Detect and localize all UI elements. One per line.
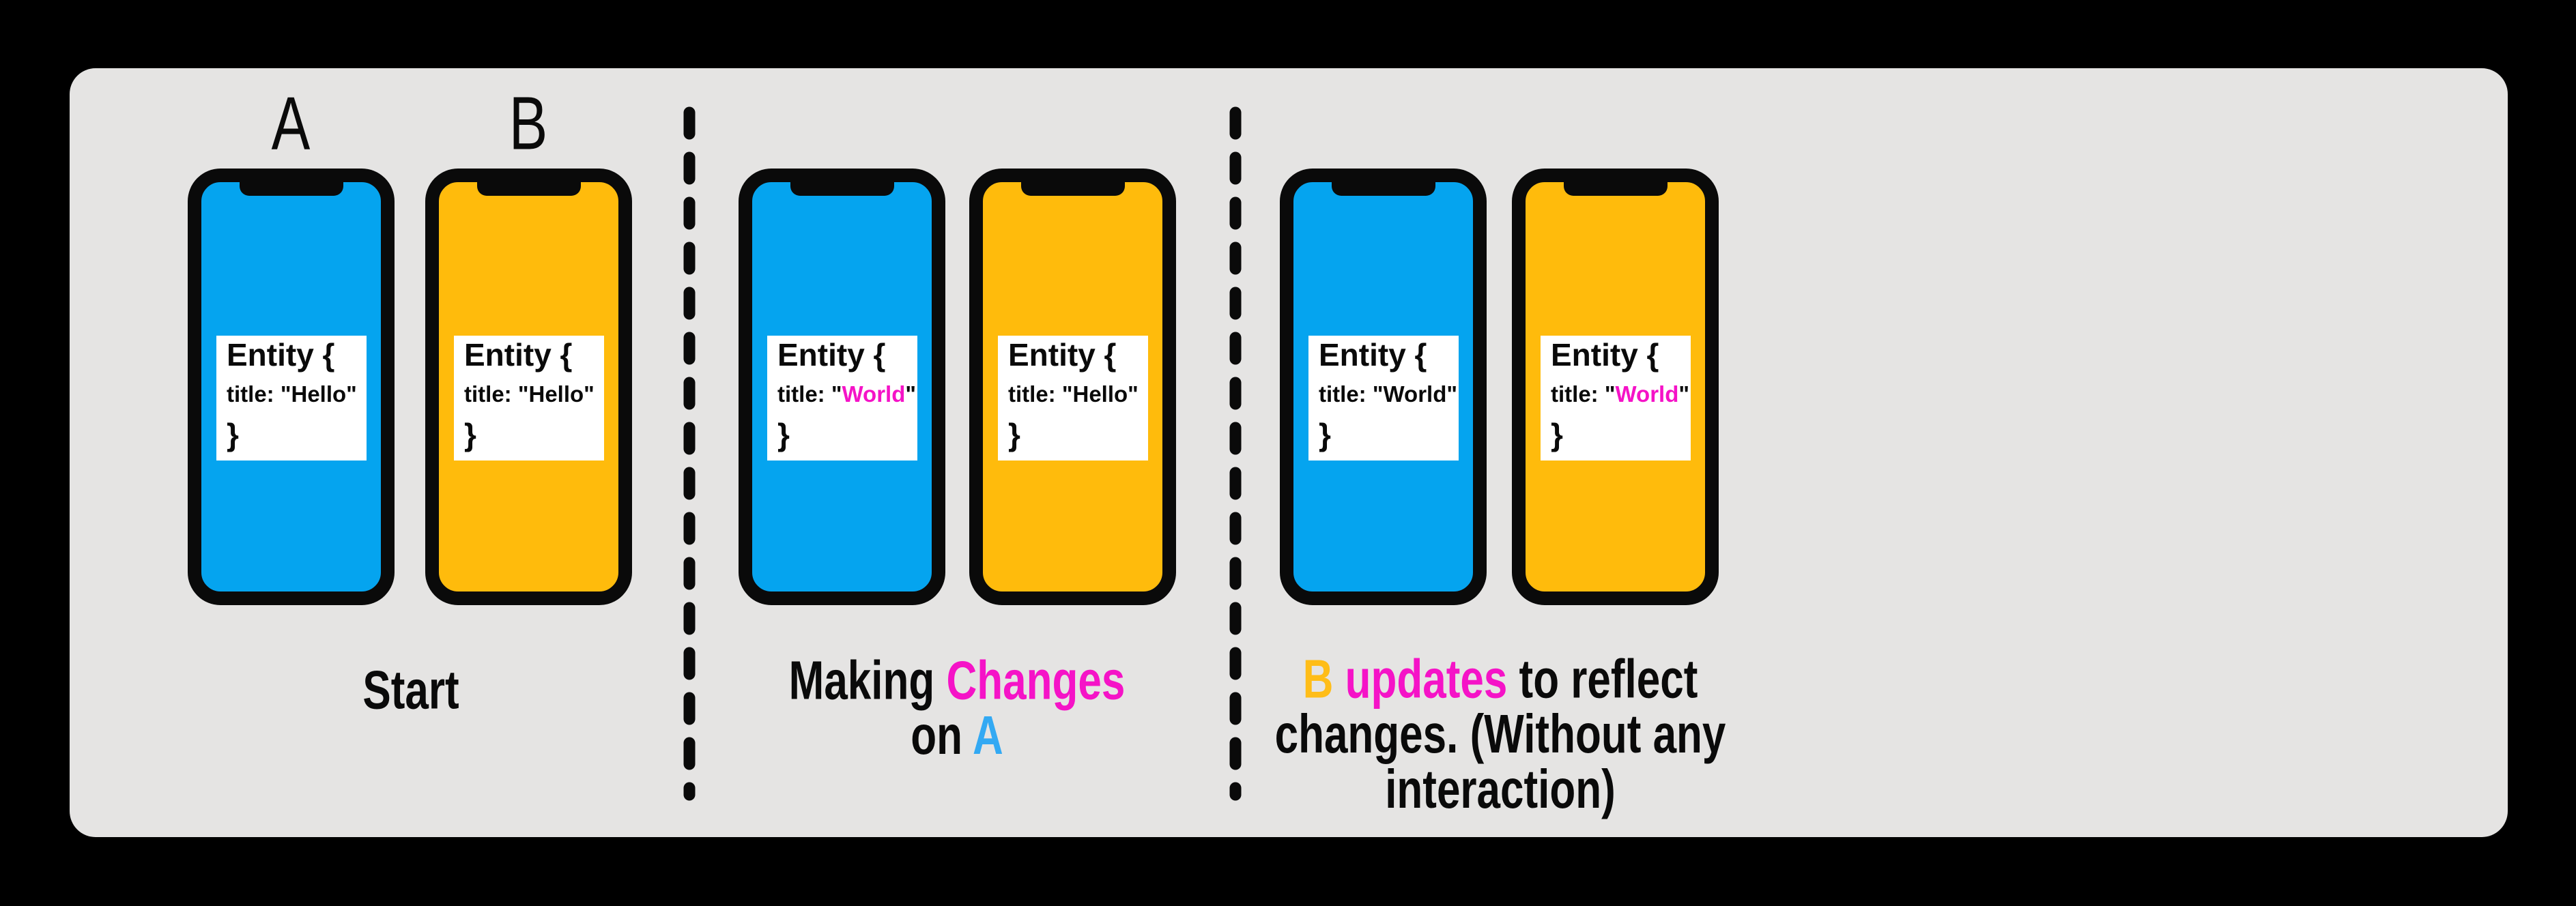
- phone-notch-icon: [1020, 181, 1125, 196]
- phone-notch-icon: [1563, 181, 1668, 196]
- caption-segment: Start: [362, 660, 459, 721]
- phone-a-updated: Entity { title: "World" }: [1280, 169, 1487, 605]
- caption-segment: changes. (Without any: [1274, 704, 1726, 765]
- entity-title-word: Hello: [291, 381, 347, 407]
- entity-title-suffix: ": [1128, 381, 1139, 407]
- caption-segment: Making: [788, 651, 947, 712]
- caption-segment-device-b: B: [1302, 649, 1334, 710]
- entity-open-line: Entity {: [1008, 337, 1117, 372]
- entity-title-suffix: ": [1446, 381, 1458, 407]
- entity-title-line: title: "World": [1541, 374, 1691, 415]
- entity-card: Entity { title: "World" }: [1541, 336, 1691, 461]
- entity-close-line: }: [1319, 417, 1331, 452]
- phone-b-changes: Entity { title: "Hello" }: [969, 169, 1176, 605]
- entity-title-prefix: title: ": [227, 381, 291, 407]
- entity-close-line: }: [777, 417, 790, 452]
- caption-line: interaction): [1261, 762, 1739, 817]
- caption-line: Making Changes: [718, 654, 1196, 709]
- entity-title-word: World: [842, 381, 906, 407]
- caption-start: Start: [172, 663, 650, 718]
- entity-card: Entity { title: "World" }: [1308, 336, 1459, 461]
- caption-segment: on: [911, 705, 973, 767]
- entity-close-line: }: [227, 417, 239, 452]
- entity-card: Entity { title: "Hello" }: [454, 336, 604, 461]
- entity-title-prefix: title: ": [1008, 381, 1073, 407]
- device-label-a: A: [271, 81, 311, 166]
- caption-segment: to reflect: [1507, 649, 1698, 710]
- caption-line: changes. (Without any: [1261, 707, 1739, 763]
- phone-b-updated: Entity { title: "World" }: [1512, 169, 1719, 605]
- entity-title-word: Hello: [528, 381, 584, 407]
- phone-b-start: Entity { title: "Hello" }: [425, 169, 632, 605]
- entity-title-line: title: "World": [767, 374, 917, 415]
- entity-title-prefix: title: ": [464, 381, 529, 407]
- caption-line: Start: [172, 663, 650, 718]
- caption-segment-updates: updates: [1333, 649, 1508, 710]
- caption-segment-device-a: A: [972, 705, 1003, 767]
- entity-close-line: }: [464, 417, 476, 452]
- entity-card: Entity { title: "Hello" }: [216, 336, 367, 461]
- caption-making-changes: Making Changes on A: [718, 654, 1196, 763]
- caption-line: B updates to reflect: [1261, 652, 1739, 707]
- entity-card: Entity { title: "World" }: [767, 336, 917, 461]
- entity-title-word: World: [1383, 381, 1447, 407]
- entity-title-line: title: "Hello": [998, 374, 1148, 415]
- caption-segment-changes: Changes: [946, 651, 1126, 712]
- entity-card: Entity { title: "Hello" }: [998, 336, 1148, 461]
- entity-title-word: Hello: [1072, 381, 1128, 407]
- caption-segment: interaction): [1385, 759, 1616, 820]
- entity-title-line: title: "Hello": [454, 374, 604, 415]
- caption-line: on A: [718, 709, 1196, 764]
- entity-open-line: Entity {: [464, 337, 573, 372]
- entity-title-suffix: ": [905, 381, 917, 407]
- phone-notch-icon: [790, 181, 894, 196]
- entity-open-line: Entity {: [227, 337, 335, 372]
- device-label-b: B: [509, 81, 548, 166]
- entity-title-line: title: "World": [1308, 374, 1459, 415]
- entity-open-line: Entity {: [1319, 337, 1427, 372]
- entity-close-line: }: [1008, 417, 1020, 452]
- entity-close-line: }: [1551, 417, 1563, 452]
- entity-title-suffix: ": [584, 381, 595, 407]
- phone-notch-icon: [1331, 181, 1435, 196]
- entity-title-prefix: title: ": [777, 381, 842, 407]
- phone-a-changes: Entity { title: "World" }: [739, 169, 945, 605]
- caption-b-updates: B updates to reflect changes. (Without a…: [1261, 652, 1739, 817]
- entity-title-prefix: title: ": [1319, 381, 1384, 407]
- phone-a-start: Entity { title: "Hello" }: [188, 169, 395, 605]
- entity-title-suffix: ": [346, 381, 357, 407]
- phone-notch-icon: [476, 181, 581, 196]
- phone-notch-icon: [239, 181, 343, 196]
- entity-open-line: Entity {: [1551, 337, 1659, 372]
- entity-title-suffix: ": [1678, 381, 1690, 407]
- entity-title-word: World: [1615, 381, 1679, 407]
- entity-open-line: Entity {: [777, 337, 886, 372]
- diagram-board: A B Entity { title: "Hello" } Entity { t…: [70, 68, 2508, 837]
- entity-title-prefix: title: ": [1551, 381, 1616, 407]
- entity-title-line: title: "Hello": [216, 374, 367, 415]
